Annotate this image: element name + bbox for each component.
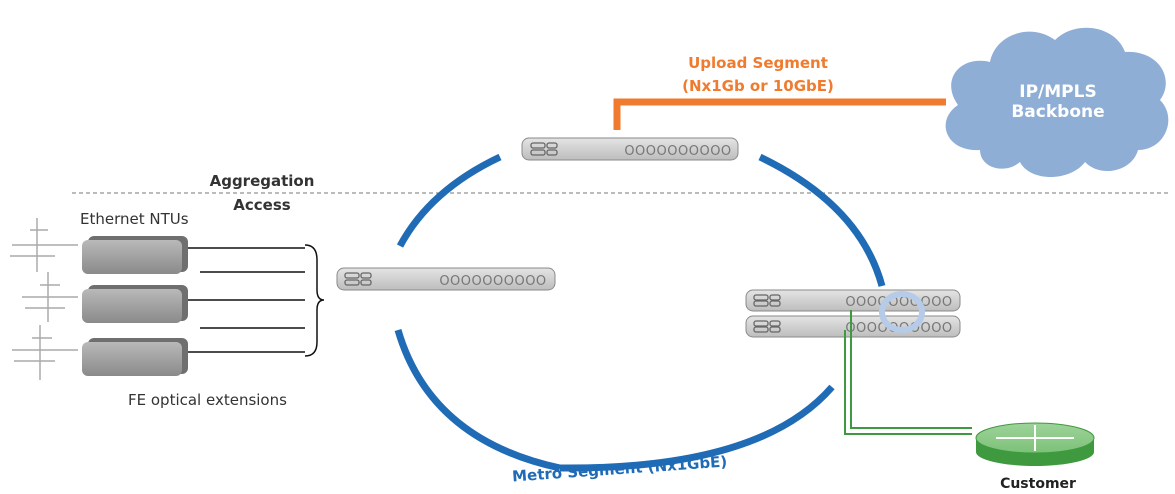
customer-device (975, 422, 1095, 466)
fe-optical-lines (188, 247, 305, 353)
access-switch-ports: OOOOOOOOOO (439, 274, 546, 289)
metro-ring-arc-upper-left (396, 153, 502, 248)
ntu-antennas (10, 218, 78, 380)
metro-ring-arc-lower-right (559, 384, 835, 472)
ntu-box-3 (82, 338, 188, 376)
backbone-line2: Backbone (1011, 102, 1104, 122)
fe-optical-caption: FE optical extensions (128, 391, 287, 409)
aggregation-switch: OOOOOOOOOO (521, 137, 739, 161)
access-switch: OOOOOOOOOO (336, 267, 556, 291)
metro-ring-arc-lower-left (394, 329, 561, 472)
access-label: Access (233, 196, 290, 214)
edge-switch-upper-ports: OOOOOOOOOO (845, 295, 952, 310)
customer-label: Customer (1000, 476, 1076, 492)
metro-ring (394, 153, 886, 472)
ntu-title: Ethernet NTUs (80, 210, 189, 228)
grouping-brace (304, 244, 325, 357)
ntu-box-1 (82, 236, 188, 274)
metro-segment-label: Metro Segment (Nx1GbE) (512, 453, 728, 486)
upload-segment-link (613, 98, 946, 130)
metro-ring-arc-upper-right (758, 153, 886, 287)
ntu-box-2 (82, 285, 188, 323)
ring-connector-icon (879, 291, 925, 333)
ip-mpls-cloud: IP/MPLS Backbone (945, 27, 1169, 177)
backbone-line1: IP/MPLS (1019, 82, 1096, 102)
customer-links (844, 310, 972, 435)
edge-switch-upper: OOOOOOOOOO (745, 289, 961, 312)
aggregation-switch-ports: OOOOOOOOOO (624, 144, 731, 159)
aggregation-label: Aggregation (210, 172, 315, 190)
upload-segment-title: Upload Segment (688, 54, 828, 72)
upload-segment-subtitle: (Nx1Gb or 10GbE) (682, 77, 834, 95)
edge-switch-lower: OOOOOOOOOO (745, 315, 961, 338)
